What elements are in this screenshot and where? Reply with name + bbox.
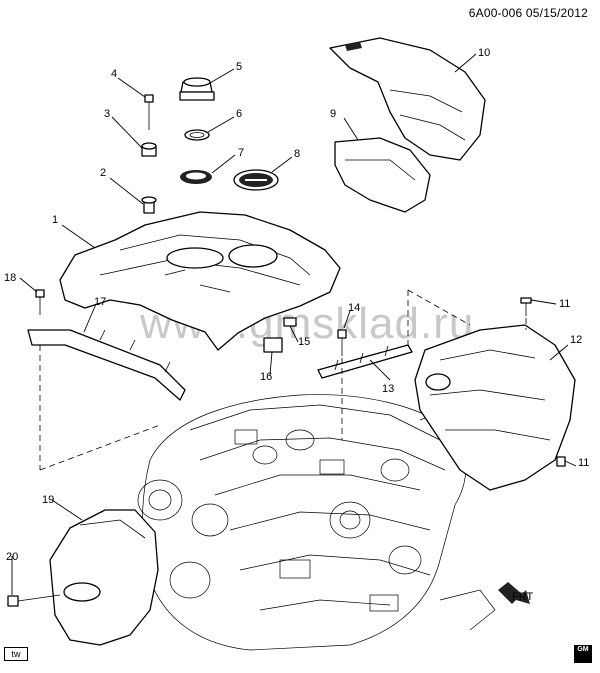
callout-11-upper: 11 [559,298,570,310]
stud-part-2 [141,196,157,214]
callout-1: 1 [52,214,58,226]
front-direction-arrow: FRT [498,582,533,604]
callout-20: 20 [6,551,18,563]
bolt-part-14 [337,329,347,356]
callout-15: 15 [298,336,310,348]
callout-7: 7 [238,147,244,159]
callout-2: 2 [100,167,106,179]
bolt-part-11-lower [556,456,566,467]
callout-10: 10 [478,47,490,59]
alignment-lines [39,289,527,471]
callout-13: 13 [382,383,394,395]
shield-part-9 [334,137,431,213]
callout-4: 4 [111,68,117,80]
callout-3: 3 [104,108,110,120]
gm-logo: GM [574,645,592,663]
front-cover-part-19 [49,509,159,646]
callout-6: 6 [236,108,242,120]
bolt-part-4 [144,94,154,130]
leader-lines [11,53,577,595]
front-direction-label: FRT [512,591,533,603]
engine-cover-part-1 [59,211,341,351]
bolt-part-11-upper [520,297,532,316]
callout-18: 18 [4,272,16,284]
emblem-part-8 [233,169,279,191]
callout-5: 5 [236,61,242,73]
callout-9: 9 [330,108,336,120]
seal-part-6 [184,129,210,141]
ring-part-7 [180,170,212,184]
heat-shield-part-10 [329,37,486,161]
oil-fill-cap-part-5 [179,77,215,101]
callout-19: 19 [42,494,54,506]
callout-16: 16 [260,371,272,383]
callout-8: 8 [294,148,300,160]
callouts: 1 2 3 4 5 6 7 8 9 10 11 11 12 13 14 15 1… [4,47,589,563]
bracket-part-17 [27,329,186,401]
callout-12: 12 [570,334,582,346]
callout-14: 14 [348,302,360,314]
grommet-part-3 [141,142,157,157]
bolt-part-20 [7,594,61,607]
side-shield-part-12 [414,324,576,491]
callout-17: 17 [94,296,106,308]
bolt-part-18 [35,289,45,315]
gm-logo-text: GM [577,646,589,653]
tw-marker: tw [4,647,28,661]
bracket-part-13 [317,344,413,379]
insulator-part-16 [263,337,283,353]
clip-part-15 [283,317,297,327]
doc-code: 6A00-006 05/15/2012 [468,6,588,20]
callout-11-lower: 11 [578,457,589,469]
